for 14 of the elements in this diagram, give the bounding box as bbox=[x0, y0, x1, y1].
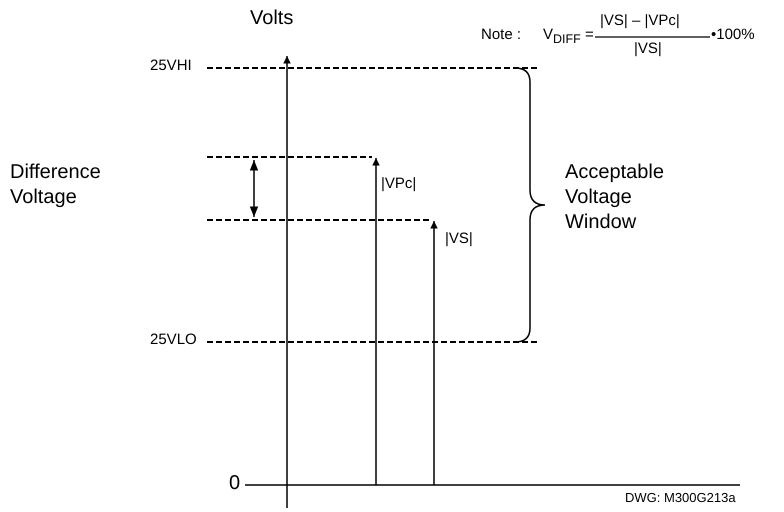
axis-label: Volts bbox=[250, 6, 294, 30]
drawing-number: DWG: M300G213a bbox=[625, 490, 736, 506]
value-label: |VS| bbox=[445, 230, 473, 248]
zero-label: 0 bbox=[229, 471, 240, 495]
window-label: Acceptable Voltage Window bbox=[565, 160, 665, 235]
value-label: |VPc| bbox=[381, 175, 416, 193]
note-label: Note : bbox=[481, 26, 522, 44]
formula-denominator: |VS| bbox=[634, 40, 662, 58]
level-label: 25VHI bbox=[150, 57, 192, 75]
dimension-label: Difference Voltage bbox=[10, 160, 102, 210]
formula-text: V$_{DIFF}$ = bbox=[543, 26, 594, 47]
formula-text: •100% bbox=[711, 26, 755, 44]
level-label: 25VLO bbox=[150, 331, 197, 349]
formula-numerator: |VS| – |VPc| bbox=[600, 12, 680, 30]
